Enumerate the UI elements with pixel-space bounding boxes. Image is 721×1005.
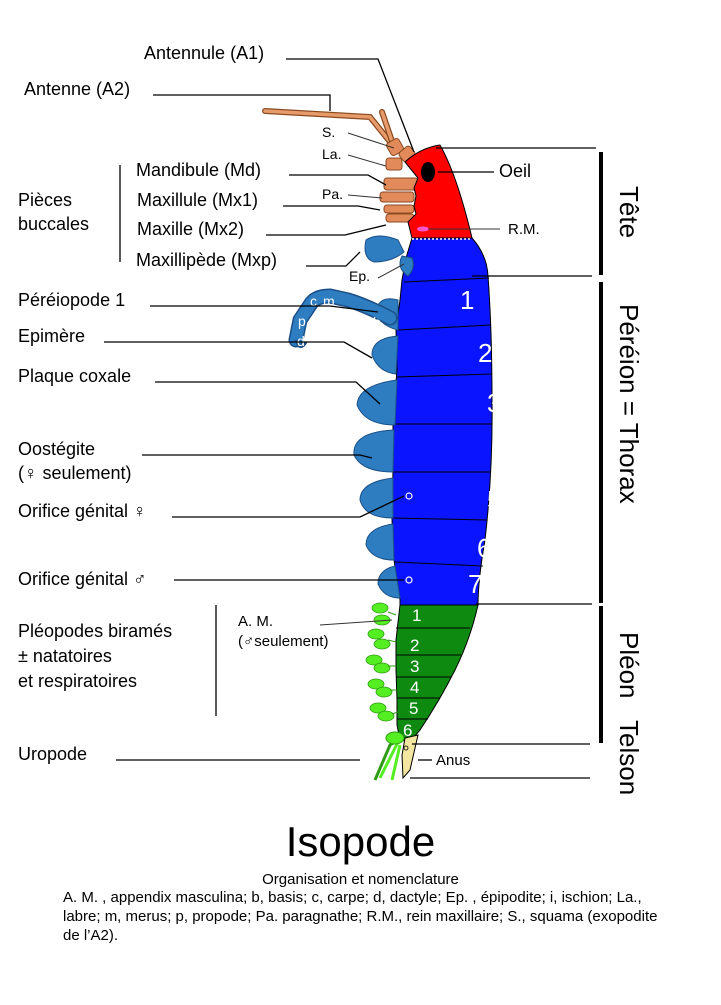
- pereion-segment-2: 2: [478, 338, 492, 368]
- region-telson: Telson: [614, 720, 644, 795]
- anus-mark: [403, 745, 409, 751]
- orifice-male-mark: [405, 576, 413, 584]
- pleon-segment-2: 2: [410, 636, 419, 655]
- label-pleopodes-1: Pléopodes biramés: [18, 621, 172, 641]
- label-oeil: Oeil: [499, 161, 531, 181]
- region-tete: Tête: [614, 186, 644, 238]
- mouthparts: [379, 177, 419, 223]
- pereion-segment-7: 7: [468, 569, 482, 599]
- eye-icon: [421, 162, 435, 182]
- label-orifice-male: Orifice génital ♂: [18, 569, 147, 589]
- label-appendix: A. M.: [238, 613, 273, 630]
- label-labre: La.: [322, 146, 341, 162]
- podomere-merus: m: [323, 293, 335, 309]
- label-maxillule: Maxillule (Mx1): [137, 190, 258, 210]
- podomere-basis: b: [373, 314, 381, 330]
- telson: [401, 734, 419, 780]
- pereion-segment-4: 4: [493, 437, 507, 467]
- pereion-segment-lines: [392, 277, 493, 567]
- podomere-carpe: c: [310, 293, 317, 309]
- label-pieces-buccales-2: buccales: [18, 214, 89, 234]
- podomere-propode: p: [298, 313, 306, 329]
- pleon-segment-1: 1: [412, 606, 421, 625]
- region-pleon: Pléon: [614, 632, 644, 699]
- label-maxillipede: Maxillipède (Mxp): [136, 250, 277, 270]
- pleopods: [365, 602, 399, 722]
- label-pereiopode: Péréiopode 1: [18, 290, 125, 310]
- label-pleopodes-2: ± natatoires: [18, 646, 112, 666]
- leader-lines-left: [104, 58, 415, 761]
- figure-subtitle: Organisation et nomenclature: [262, 871, 459, 888]
- region-labels: Tête Péréion = Thorax Pléon Telson: [614, 186, 644, 795]
- label-rein-maxillaire: R.M.: [508, 221, 540, 238]
- region-pereion: Péréion = Thorax: [614, 304, 644, 504]
- label-anus: Anus: [436, 752, 470, 769]
- pereion-segment-1: 1: [460, 285, 474, 315]
- rein-maxillaire-mark: [417, 226, 429, 232]
- labels-right: Oeil R.M. Anus: [436, 161, 540, 769]
- head-segment: [404, 144, 473, 239]
- pereion-segment-numbers: 1 2 3 4 5 6 7: [460, 285, 507, 599]
- figure-title: Isopode: [285, 818, 436, 865]
- pleon-segment-lines: [396, 627, 470, 720]
- label-antennule: Antennule (A1): [144, 43, 264, 63]
- label-epipodite: Ep.: [349, 268, 370, 284]
- antennae: [262, 108, 416, 171]
- pereiopode-1: b i m c p d: [288, 288, 398, 349]
- pereion-segment-3: 3: [487, 388, 501, 418]
- label-oostegite: Oostégite: [18, 439, 95, 459]
- pleon-segment-5: 5: [409, 699, 418, 718]
- label-appendix-note: (♂seulement): [238, 633, 328, 650]
- label-orifice-female: Orifice génital ♀: [18, 501, 147, 521]
- podomere-dactyle: d: [297, 333, 305, 349]
- label-pleopodes-3: et respiratoires: [18, 671, 137, 691]
- pereion-segment-6: 6: [477, 533, 491, 563]
- pereion-segment-5: 5: [487, 485, 501, 515]
- pleon-segment-3: 3: [410, 657, 419, 676]
- orifice-female-mark: [405, 492, 413, 500]
- label-antenne: Antenne (A2): [24, 79, 130, 99]
- coxal-plates: [353, 298, 401, 599]
- maxillipede: [364, 235, 414, 277]
- figure-legend: A. M. , appendix masculina; b, basis; c,…: [63, 889, 658, 944]
- label-plaque-coxale: Plaque coxale: [18, 366, 131, 386]
- labels-left: Antennule (A1) Antenne (A2) S. La. Pièce…: [18, 43, 370, 764]
- pleon-segment-4: 4: [410, 678, 419, 697]
- pleon-segment-numbers: 1 2 3 4 5 6: [403, 606, 421, 740]
- pleon-segment-6: 6: [403, 721, 412, 740]
- label-maxille: Maxille (Mx2): [137, 219, 244, 239]
- label-epimere: Epimère: [18, 326, 85, 346]
- label-pieces-buccales-1: Pièces: [18, 190, 72, 210]
- podomere-ischion: i: [343, 312, 346, 328]
- label-squama: S.: [322, 124, 335, 140]
- label-paragnathe: Pa.: [322, 186, 343, 202]
- label-uropode: Uropode: [18, 744, 87, 764]
- leader-lines-right: [410, 147, 603, 779]
- uropods: [373, 731, 405, 781]
- label-oostegite-note: (♀ seulement): [18, 463, 132, 483]
- label-mandibule: Mandibule (Md): [136, 160, 261, 180]
